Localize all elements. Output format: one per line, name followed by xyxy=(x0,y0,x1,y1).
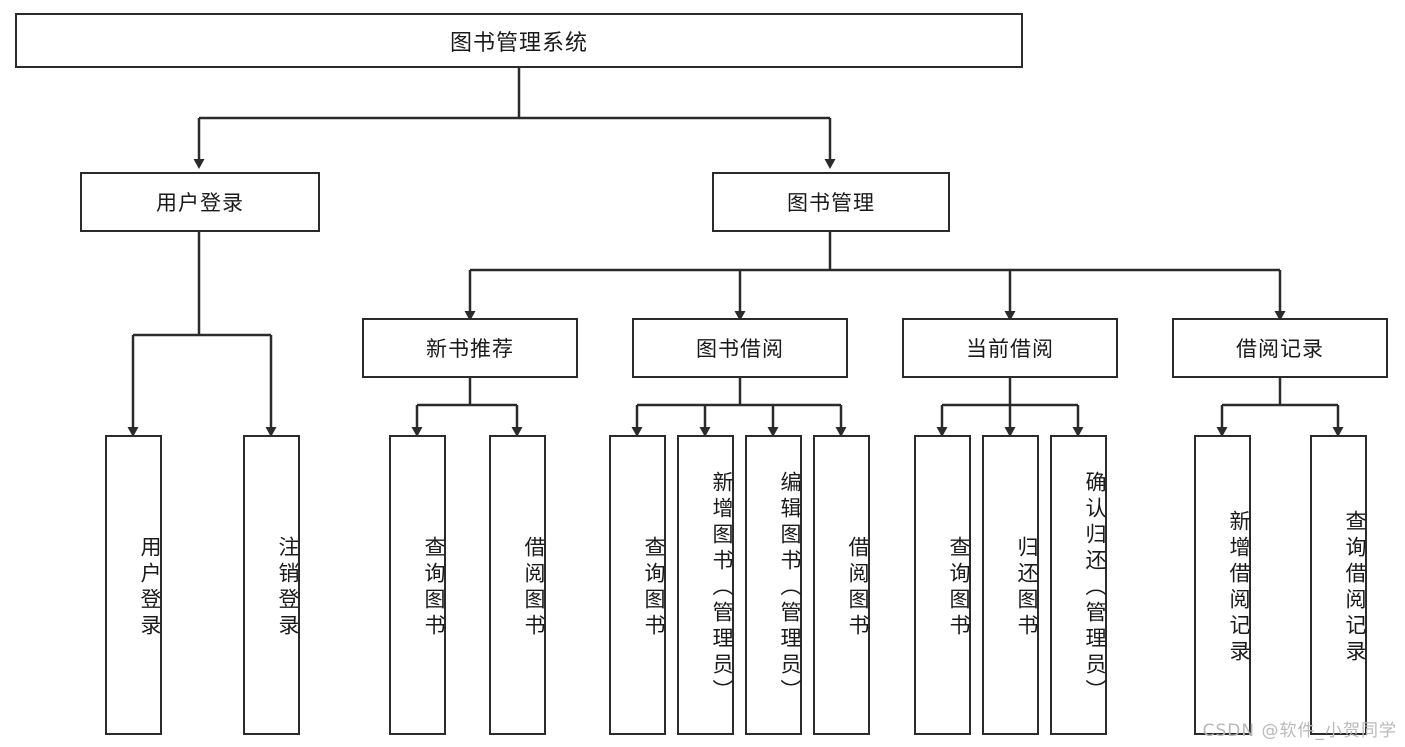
leaf-new-book-borrow[interactable]: 借阅图书 xyxy=(489,435,546,735)
node-label: 注销登录 xyxy=(276,536,300,640)
node-current-borrow[interactable]: 当前借阅 xyxy=(902,318,1118,378)
leaf-new-book-query[interactable]: 查询图书 xyxy=(389,435,446,735)
node-label: 查询图书 xyxy=(422,536,446,640)
node-label: 图书管理 xyxy=(787,191,875,215)
leaf-borrow-borrow-book[interactable]: 借阅图书 xyxy=(813,435,870,735)
node-new-book-recommend[interactable]: 新书推荐 xyxy=(362,318,578,378)
node-label: 查询图书 xyxy=(642,536,666,640)
node-label: 借阅记录 xyxy=(1236,337,1324,361)
node-label: 查询借阅记录 xyxy=(1343,510,1367,666)
node-book-borrow[interactable]: 图书借阅 xyxy=(632,318,848,378)
node-label: 新增借阅记录 xyxy=(1227,510,1251,666)
leaf-user-login-login[interactable]: 用户登录 xyxy=(105,435,162,735)
leaf-borrow-add-book[interactable]: 新增图书（管理员） xyxy=(677,435,734,735)
leaf-record-query[interactable]: 查询借阅记录 xyxy=(1310,435,1367,735)
leaf-current-confirm-return[interactable]: 确认归还（管理员） xyxy=(1050,435,1107,735)
node-label: 归还图书 xyxy=(1015,536,1039,640)
node-user-login[interactable]: 用户登录 xyxy=(80,172,320,232)
leaf-current-query-book[interactable]: 查询图书 xyxy=(914,435,971,735)
node-label: 确认归还（管理员） xyxy=(1083,471,1107,705)
csdn-watermark: CSDN @软件_小贺同学 xyxy=(1202,721,1397,741)
node-label: 新增图书（管理员） xyxy=(710,471,734,705)
node-label: 图书借阅 xyxy=(696,337,784,361)
node-label: 借阅图书 xyxy=(522,536,546,640)
node-label: 图书管理系统 xyxy=(449,30,588,56)
node-book-management[interactable]: 图书管理 xyxy=(712,172,950,232)
node-root-system[interactable]: 图书管理系统 xyxy=(15,13,1023,68)
leaf-record-add[interactable]: 新增借阅记录 xyxy=(1194,435,1251,735)
node-borrow-record[interactable]: 借阅记录 xyxy=(1172,318,1388,378)
leaf-user-login-logout[interactable]: 注销登录 xyxy=(243,435,300,735)
node-label: 查询图书 xyxy=(947,536,971,640)
node-label: 用户登录 xyxy=(138,536,162,640)
node-label: 当前借阅 xyxy=(966,337,1054,361)
leaf-borrow-edit-book[interactable]: 编辑图书（管理员） xyxy=(745,435,802,735)
node-label: 新书推荐 xyxy=(426,337,514,361)
node-label: 用户登录 xyxy=(156,191,244,215)
leaf-borrow-query-book[interactable]: 查询图书 xyxy=(609,435,666,735)
leaf-current-return-book[interactable]: 归还图书 xyxy=(982,435,1039,735)
node-label: 编辑图书（管理员） xyxy=(778,471,802,705)
node-label: 借阅图书 xyxy=(846,536,870,640)
